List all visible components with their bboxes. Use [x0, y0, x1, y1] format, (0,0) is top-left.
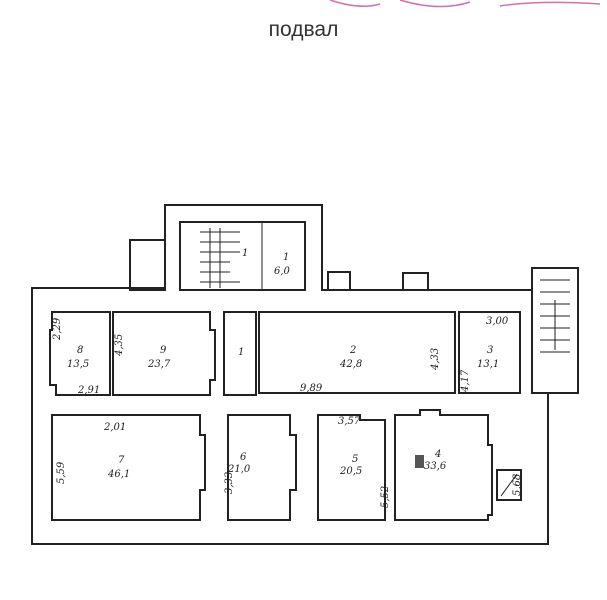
svg-text:23,7: 23,7: [147, 359, 171, 370]
svg-text:4: 4: [434, 449, 441, 460]
dim: 5,52: [380, 486, 391, 508]
room-label-7: 746,1: [107, 455, 130, 480]
room-9: [112, 311, 216, 396]
svg-text:7: 7: [118, 455, 125, 466]
svg-text:33,6: 33,6: [424, 461, 447, 472]
stairwell: [179, 221, 306, 291]
signature-stroke: [329, 0, 601, 8]
room-label-4: 433,6: [424, 449, 447, 472]
dim: 4,35: [114, 334, 125, 357]
svg-text:20,5: 20,5: [339, 466, 362, 477]
room-label-5: 520,5: [339, 454, 362, 477]
room-label-3: 313,1: [477, 345, 499, 370]
stairs-icon: [540, 279, 570, 353]
room-5: [317, 414, 386, 521]
svg-text:13,1: 13,1: [477, 359, 499, 370]
dim: 3,57: [338, 416, 361, 427]
room-label-6: 621,0: [227, 452, 251, 475]
svg-text:6: 6: [240, 452, 247, 463]
dim: 5,68: [512, 474, 523, 496]
window-well: [327, 271, 351, 291]
room-7: [51, 414, 206, 521]
room-label-2: 242,8: [339, 345, 362, 370]
dim: 2,29: [52, 317, 63, 341]
room-4: [394, 409, 493, 521]
svg-text:46,1: 46,1: [107, 469, 130, 480]
window-well: [402, 272, 429, 291]
room-3: [458, 311, 521, 394]
svg-text:8: 8: [77, 345, 83, 356]
dim: 4,33: [430, 348, 441, 371]
floor-title: подвал: [268, 18, 339, 41]
svg-text:6,0: 6,0: [274, 266, 291, 277]
dim: 3,00: [486, 316, 509, 327]
dim: 5,59: [56, 461, 67, 484]
dim: 3,33: [224, 472, 235, 494]
porch-left: [129, 239, 166, 291]
svg-text:5: 5: [352, 454, 358, 465]
room-6: [227, 414, 297, 521]
dim: 9,89: [300, 383, 323, 394]
svg-text:21,0: 21,0: [227, 464, 251, 475]
room-label-9: 923,7: [147, 345, 171, 370]
svg-text:13,5: 13,5: [67, 359, 89, 370]
stove-icon: [415, 455, 424, 468]
room-label-1: 1: [238, 347, 244, 358]
dim: 2,01: [103, 422, 126, 433]
room-label-8: 813,5: [67, 345, 89, 370]
dim: 2,91: [77, 385, 100, 396]
svg-text:2: 2: [349, 345, 356, 356]
svg-text:3: 3: [487, 345, 493, 356]
corridor-1: [223, 311, 257, 396]
svg-text:42,8: 42,8: [339, 359, 362, 370]
outer-stairs: [531, 267, 579, 394]
svg-text:9: 9: [160, 345, 167, 356]
room-label-stairwell: 1: [242, 248, 248, 259]
dim: 4,17: [460, 369, 471, 393]
room-label-stair: 16,0: [274, 252, 291, 277]
room-2: [258, 311, 456, 394]
room-8: [49, 311, 111, 396]
svg-text:1: 1: [283, 252, 289, 263]
stairs-icon: [200, 228, 240, 288]
chimney-icon: [496, 469, 522, 501]
